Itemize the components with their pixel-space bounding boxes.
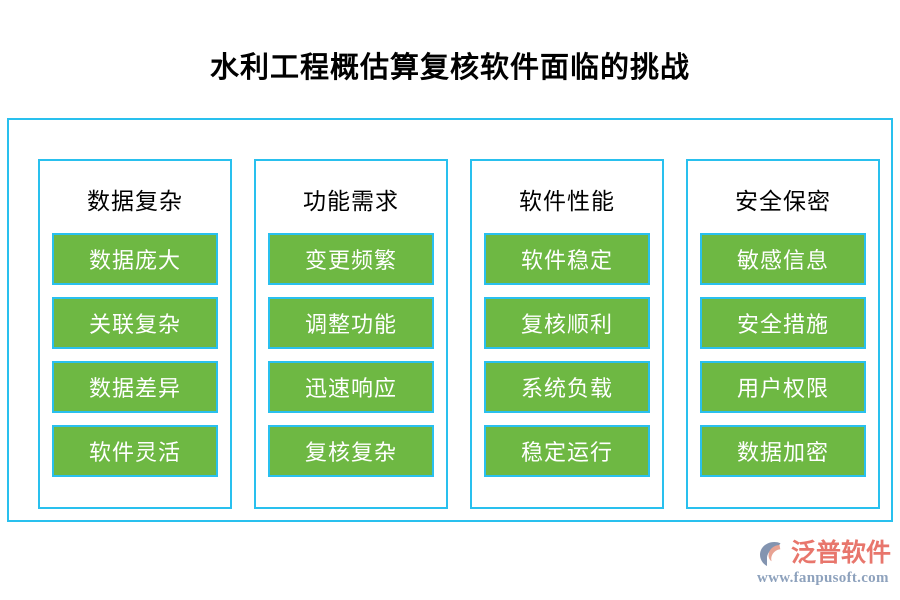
category-column-1: 数据复杂 数据庞大 关联复杂 数据差异 软件灵活 xyxy=(38,159,232,509)
logo-url: www.fanpusoft.com xyxy=(757,570,889,586)
columns-container: 数据复杂 数据庞大 关联复杂 数据差异 软件灵活 功能需求 变更频繁 调整功能 … xyxy=(38,159,880,509)
category-item-1-4[interactable]: 软件灵活 xyxy=(52,425,218,477)
category-item-2-3[interactable]: 迅速响应 xyxy=(268,361,434,413)
category-header-1: 数据复杂 xyxy=(87,189,183,214)
category-item-3-3[interactable]: 系统负载 xyxy=(484,361,650,413)
category-item-4-2[interactable]: 安全措施 xyxy=(700,297,866,349)
category-item-list-4: 敏感信息 安全措施 用户权限 数据加密 xyxy=(688,233,878,477)
category-item-list-3: 软件稳定 复核顺利 系统负载 稳定运行 xyxy=(472,233,662,477)
category-item-list-2: 变更频繁 调整功能 迅速响应 复核复杂 xyxy=(256,233,446,477)
category-item-1-1[interactable]: 数据庞大 xyxy=(52,233,218,285)
diagram-outer-frame: 数据复杂 数据庞大 关联复杂 数据差异 软件灵活 功能需求 变更频繁 调整功能 … xyxy=(7,118,893,522)
category-column-3: 软件性能 软件稳定 复核顺利 系统负载 稳定运行 xyxy=(470,159,664,509)
category-column-2: 功能需求 变更频繁 调整功能 迅速响应 复核复杂 xyxy=(254,159,448,509)
category-header-2: 功能需求 xyxy=(303,189,399,214)
logo-row: 泛普软件 xyxy=(757,538,897,570)
category-header-3: 软件性能 xyxy=(519,189,615,214)
fanpu-c-arc-logo-icon xyxy=(757,539,787,569)
category-item-2-4[interactable]: 复核复杂 xyxy=(268,425,434,477)
category-header-4: 安全保密 xyxy=(735,189,831,214)
brand-logo: 泛普软件 www.fanpusoft.com xyxy=(757,538,897,590)
category-item-1-3[interactable]: 数据差异 xyxy=(52,361,218,413)
category-item-4-1[interactable]: 敏感信息 xyxy=(700,233,866,285)
category-column-4: 安全保密 敏感信息 安全措施 用户权限 数据加密 xyxy=(686,159,880,509)
category-item-1-2[interactable]: 关联复杂 xyxy=(52,297,218,349)
category-item-list-1: 数据庞大 关联复杂 数据差异 软件灵活 xyxy=(40,233,230,477)
category-item-4-3[interactable]: 用户权限 xyxy=(700,361,866,413)
category-item-3-1[interactable]: 软件稳定 xyxy=(484,233,650,285)
page-title: 水利工程概估算复核软件面临的挑战 xyxy=(209,52,690,84)
category-item-2-1[interactable]: 变更频繁 xyxy=(268,233,434,285)
category-item-3-2[interactable]: 复核顺利 xyxy=(484,297,650,349)
category-item-4-4[interactable]: 数据加密 xyxy=(700,425,866,477)
logo-wordmark: 泛普软件 xyxy=(791,540,892,567)
category-item-3-4[interactable]: 稳定运行 xyxy=(484,425,650,477)
category-item-2-2[interactable]: 调整功能 xyxy=(268,297,434,349)
